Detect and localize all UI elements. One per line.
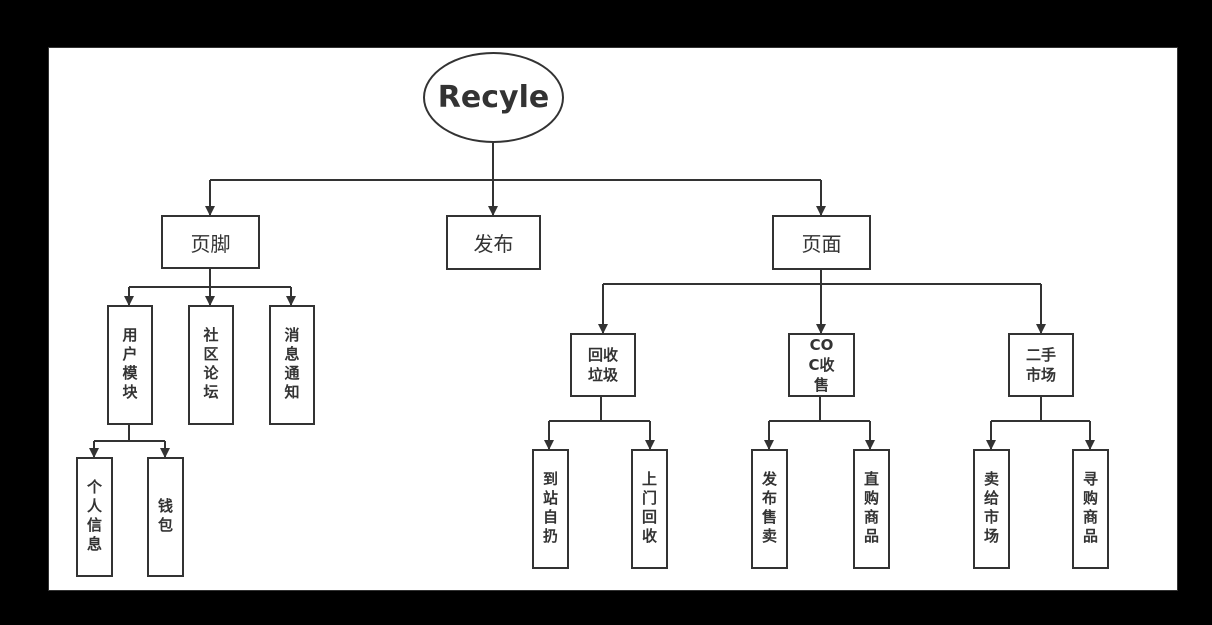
- node-door-pickup: 上门回收: [631, 449, 668, 569]
- node-personal-info-label: 个人信息: [85, 479, 103, 555]
- node-station-drop: 到站自扔: [532, 449, 569, 569]
- node-notifications-label: 消息通知: [282, 327, 301, 403]
- node-notifications: 消息通知: [269, 305, 315, 425]
- node-page: 页面: [772, 215, 871, 270]
- node-user-module: 用户模块: [107, 305, 153, 425]
- node-direct-purchase: 直购商品: [853, 449, 890, 569]
- node-station-drop-label: 到站自扔: [541, 471, 559, 547]
- node-community-forum-label: 社区论坛: [201, 327, 220, 403]
- node-publish-sale: 发布售卖: [751, 449, 788, 569]
- node-door-pickup-label: 上门回收: [640, 471, 658, 547]
- node-coc-sale: COC收售: [788, 333, 855, 397]
- node-recycle-garbage: 回收垃圾: [570, 333, 636, 397]
- node-wallet: 钱包: [147, 457, 184, 577]
- root-label: Recyle: [437, 80, 550, 115]
- node-personal-info: 个人信息: [76, 457, 113, 577]
- node-publish-label: 发布: [473, 232, 514, 256]
- node-page-label: 页面: [801, 232, 842, 256]
- node-recycle-garbage-label: 回收垃圾: [587, 346, 618, 384]
- node-second-hand-market: 二手市场: [1008, 333, 1074, 397]
- root-node: Recyle: [423, 52, 564, 143]
- node-publish-sale-label: 发布售卖: [760, 471, 778, 547]
- node-footer-label: 页脚: [190, 231, 231, 256]
- node-sell-to-market-label: 卖给市场: [982, 471, 1000, 547]
- node-second-hand-market-label: 二手市场: [1025, 346, 1056, 384]
- node-coc-sale-label: COC收售: [808, 336, 835, 394]
- node-wallet-label: 钱包: [156, 498, 174, 536]
- node-footer: 页脚: [161, 215, 260, 269]
- node-sell-to-market: 卖给市场: [973, 449, 1010, 569]
- node-user-module-label: 用户模块: [120, 327, 139, 403]
- node-seek-goods-label: 寻购商品: [1081, 471, 1099, 547]
- node-direct-purchase-label: 直购商品: [862, 471, 880, 547]
- node-community-forum: 社区论坛: [188, 305, 234, 425]
- node-publish: 发布: [446, 215, 541, 270]
- node-seek-goods: 寻购商品: [1072, 449, 1109, 569]
